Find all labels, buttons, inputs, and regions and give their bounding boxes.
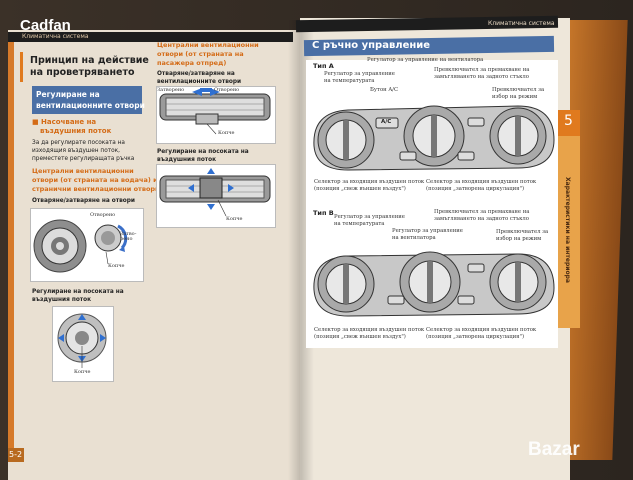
- slot-vent-open-label: Отворено: [214, 87, 240, 93]
- type-b-recirc-line-1: Селектор за входящия въздушен поток: [426, 327, 537, 333]
- type-a-ac-button-label: Бутон A/C: [370, 87, 399, 93]
- mid-orange-line-1: Централни вентилационни: [157, 41, 259, 49]
- orange-heading-line-1: Централни вентилационни: [32, 167, 134, 175]
- type-b-selector-line-1: Превключвател за: [496, 229, 549, 235]
- subheading-line-2: въздушния поток: [40, 127, 112, 135]
- type-b-temp-line-1: Регулатор за управление: [334, 214, 405, 220]
- page-number: 5-2: [9, 450, 23, 459]
- type-a-panel: [313, 105, 555, 171]
- section-heading-line-2: вентилационните отвори: [36, 101, 145, 110]
- left-margin-strip: [8, 42, 14, 462]
- type-b-fan-line-1: Регулатор за управление: [392, 228, 463, 234]
- type-a-selector-line-1: Превключвател за: [492, 87, 545, 93]
- type-b-selector-line-2: избор на режим: [496, 236, 542, 242]
- title-box: [20, 52, 141, 82]
- chapter-tab: [558, 110, 580, 136]
- adjust-label-line-2: въздушния поток: [32, 297, 92, 303]
- body-line-2: изходящия въздушен поток,: [32, 148, 121, 154]
- subheading-line-1: ■ Насочване на: [32, 118, 97, 126]
- round-vent-drawing-2: [57, 313, 107, 368]
- slot-vent-drawing-1: [159, 88, 271, 135]
- type-a-mode-line-2: замъгляването на задното стъкло: [434, 74, 529, 80]
- watermark-top-left: Cadfan: [20, 17, 71, 34]
- type-a-temp-line-1: Регулатор за управление: [324, 71, 395, 77]
- mid-open-close-line-2: вентилационните отвори: [157, 79, 242, 85]
- right-header-text: Климатична система: [488, 20, 555, 27]
- type-a-selector-line-2: избор на режим: [492, 94, 538, 100]
- adjust-handle-label: Копче: [74, 369, 91, 375]
- type-a-mode-knob: [489, 107, 547, 165]
- mid-open-close-line-1: Отваряне/затваряне на: [157, 71, 235, 77]
- type-b-mode-knob: [489, 253, 547, 311]
- type-a-label: Тип А: [313, 62, 334, 70]
- type-b-fan-knob: [399, 251, 461, 313]
- orange-heading-line-2: отвори (от страната на водача) и: [32, 176, 158, 184]
- left-header-text: Климатична система: [22, 33, 89, 40]
- watermark-bottom-right: Bazar: [528, 439, 580, 460]
- slot-vent-handle-label-1: Копче: [218, 130, 235, 136]
- type-b-fresh-line-1: Селектор за входящия въздушен поток: [314, 327, 425, 333]
- type-b-recirc-line-2: (позиция „затворена циркулация"): [426, 334, 525, 340]
- type-b-temp-knob: [317, 255, 375, 313]
- section-heading-box: [32, 86, 142, 114]
- type-b-fresh-line-2: (позиция „свеж външен въздух"): [314, 334, 406, 340]
- type-b-defrost-line-2: замъгляването на задното стъкло: [434, 216, 529, 222]
- round-vent-drawing: [33, 219, 128, 273]
- type-a-fresh-line-1: Селектор за входящия въздушен поток: [314, 179, 425, 185]
- type-a-temp-knob: [317, 111, 375, 169]
- slot-vent-closed-label: Затворено: [157, 87, 185, 93]
- mid-adjust-line-2: въздушния поток: [157, 157, 217, 163]
- type-b-temp-line-2: на температурата: [334, 221, 385, 227]
- side-tab: [556, 136, 580, 328]
- type-a-fresh-line-2: (позиция „свеж външен въздух"): [314, 186, 406, 192]
- chapter-tab-number: 5: [564, 113, 573, 129]
- slot-vent-handle-label-2: Копче: [226, 216, 243, 222]
- body-line-1: За да регулирате посоката на: [32, 140, 125, 146]
- open-close-label: Отваряне/затваряне на отвори: [32, 198, 135, 204]
- mid-adjust-line-1: Регулиране на посоката на: [157, 149, 249, 155]
- adjust-label-line-1: Регулиране на посоката на: [32, 289, 124, 295]
- type-b-fan-line-2: на вентилатора: [392, 235, 436, 241]
- section-heading-line-1: Регулиране на: [36, 90, 100, 99]
- page-title-line-1: Принцип на действие: [30, 55, 149, 66]
- mid-orange-line-3: пасажера отпред): [157, 59, 227, 67]
- type-a-temp-line-2: на температурата: [324, 78, 375, 84]
- mid-orange-line-2: отвори (от страната на: [157, 50, 244, 58]
- type-a-ac-text: A/C: [381, 119, 392, 125]
- type-b-panel: [313, 251, 555, 317]
- type-a-fan-regulator: Регулатор за управление на вентилатора: [367, 57, 484, 63]
- round-vent-open-label: Отворено: [90, 212, 116, 218]
- type-b-label: Тип B: [313, 209, 334, 217]
- type-a-fan-knob: [403, 105, 465, 167]
- type-a-recirc-line-2: (позиция „затворена циркулация"): [426, 186, 525, 192]
- left-header-bar: [8, 32, 293, 42]
- type-a-mode-line-1: Превключвател за премахване на: [434, 67, 530, 73]
- page-title-line-2: на проветряването: [30, 67, 135, 78]
- side-tab-text: Характеристики на интериора: [564, 177, 572, 283]
- type-a-recirc-line-1: Селектор за входящия въздушен поток: [426, 179, 537, 185]
- round-vent-closed-label: Затво-рено: [120, 231, 137, 243]
- right-title: С ръчно управление: [312, 40, 431, 51]
- type-b-defrost-line-1: Превключвател за премахване на: [434, 209, 530, 215]
- slot-vent-drawing-2: [159, 168, 271, 217]
- body-line-3: преместете регулиращата ръчка: [32, 156, 135, 162]
- orange-heading-line-3: странични вентилационни отвори: [32, 185, 160, 193]
- round-vent-handle-label: Копче: [108, 263, 125, 269]
- page-number-block: [8, 448, 24, 462]
